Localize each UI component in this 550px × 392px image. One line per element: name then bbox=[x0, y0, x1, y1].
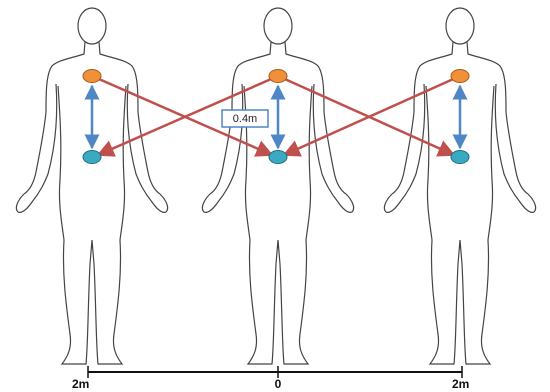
lower-node-right bbox=[450, 150, 470, 164]
person-center bbox=[201, 7, 355, 365]
scale-axis: 2m 0 2m bbox=[72, 366, 469, 391]
axis-label-left: 2m bbox=[72, 377, 89, 391]
upper-node-left bbox=[82, 69, 102, 83]
upper-node-right bbox=[450, 69, 470, 83]
person-right bbox=[383, 7, 537, 365]
cross-arrow-center-upper-to-right-lower bbox=[277, 74, 456, 157]
axis-label-right: 2m bbox=[452, 377, 469, 391]
distance-callout-label: 0.4m bbox=[233, 113, 257, 125]
cross-arrow-center-upper-to-left-lower bbox=[96, 74, 279, 157]
cross-arrow-right-upper-to-center-lower bbox=[282, 74, 461, 157]
axis-label-center: 0 bbox=[275, 377, 282, 391]
lower-node-center bbox=[268, 150, 288, 164]
distance-callout: 0.4m bbox=[221, 109, 269, 128]
person-left bbox=[15, 7, 169, 365]
cross-arrow-left-upper-to-center-lower bbox=[91, 74, 274, 157]
lower-node-left bbox=[82, 150, 102, 164]
upper-node-center bbox=[268, 69, 288, 83]
